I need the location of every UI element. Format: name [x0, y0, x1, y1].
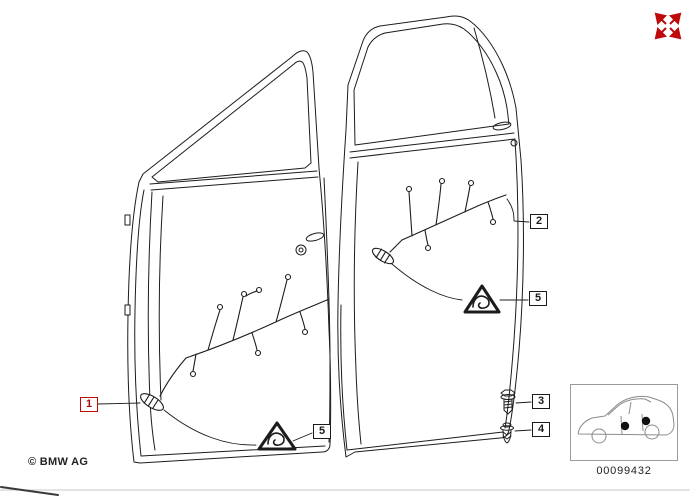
callout-1[interactable]: 1 — [80, 397, 98, 412]
rear-door-harness — [371, 177, 507, 265]
copyright-notice: © BMW AG — [28, 456, 89, 468]
callout-3[interactable]: 3 — [532, 394, 550, 409]
rear-door-plug-connector — [371, 247, 395, 265]
clip-part-illustration — [500, 422, 514, 444]
vehicle-thumbnail-art — [577, 395, 675, 444]
callout-2[interactable]: 2 — [530, 214, 548, 229]
page-edge-line — [0, 486, 690, 496]
callout-5-rear[interactable]: 5 — [529, 291, 547, 306]
callout-5-front[interactable]: 5 — [313, 424, 331, 439]
animal-hazard-triangle-icon-rear — [463, 284, 501, 314]
front-door-harness — [140, 273, 330, 411]
diagram-number: 00099432 — [596, 465, 652, 477]
vehicle-thumbnail — [570, 384, 678, 461]
leader-lines — [97, 198, 532, 446]
front-door-plug-connector — [140, 393, 164, 411]
callout-4[interactable]: 4 — [532, 422, 550, 437]
door-position-markers — [620, 416, 651, 431]
expand-arrows-icon[interactable] — [650, 10, 684, 42]
animal-hazard-triangle-icon-front — [257, 421, 297, 451]
screw-part-illustration — [500, 389, 516, 415]
rear-door-outline — [337, 15, 524, 458]
